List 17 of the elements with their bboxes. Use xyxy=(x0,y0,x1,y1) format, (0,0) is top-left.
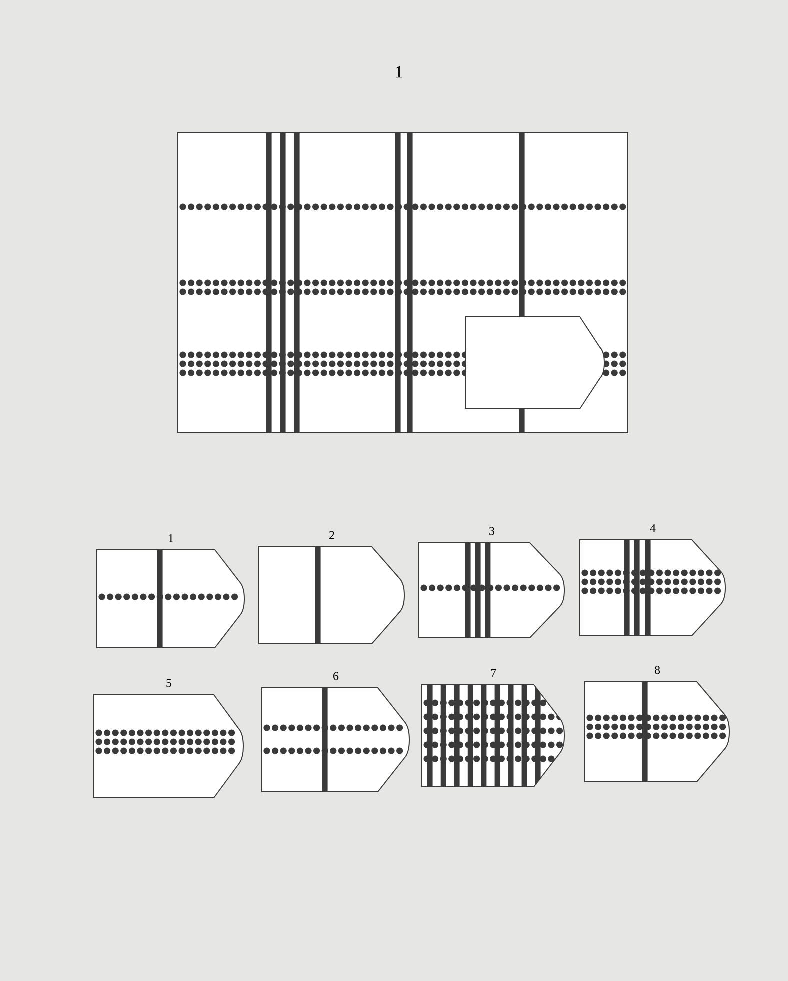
node-label: 2 xyxy=(330,531,334,540)
answer-option: 7 xyxy=(422,669,565,788)
answer-option: 2 xyxy=(258,531,405,644)
answer-option: 1 xyxy=(96,534,245,648)
node-label: 3 xyxy=(490,527,495,536)
node-label: 8 xyxy=(654,666,660,674)
answer-option: 3 xyxy=(418,527,565,638)
answer-option: 6 xyxy=(262,672,410,792)
page-number: 1 xyxy=(396,66,402,78)
node-label: 4 xyxy=(650,524,656,532)
answer-option: 5 xyxy=(94,679,244,798)
node-label: 6 xyxy=(334,672,339,680)
node-label: 5 xyxy=(166,679,172,688)
node-label: 7 xyxy=(491,669,496,678)
node-label: 1 xyxy=(169,534,174,542)
answer-option: 8 xyxy=(584,666,730,782)
answer-option: 4 xyxy=(580,524,726,636)
